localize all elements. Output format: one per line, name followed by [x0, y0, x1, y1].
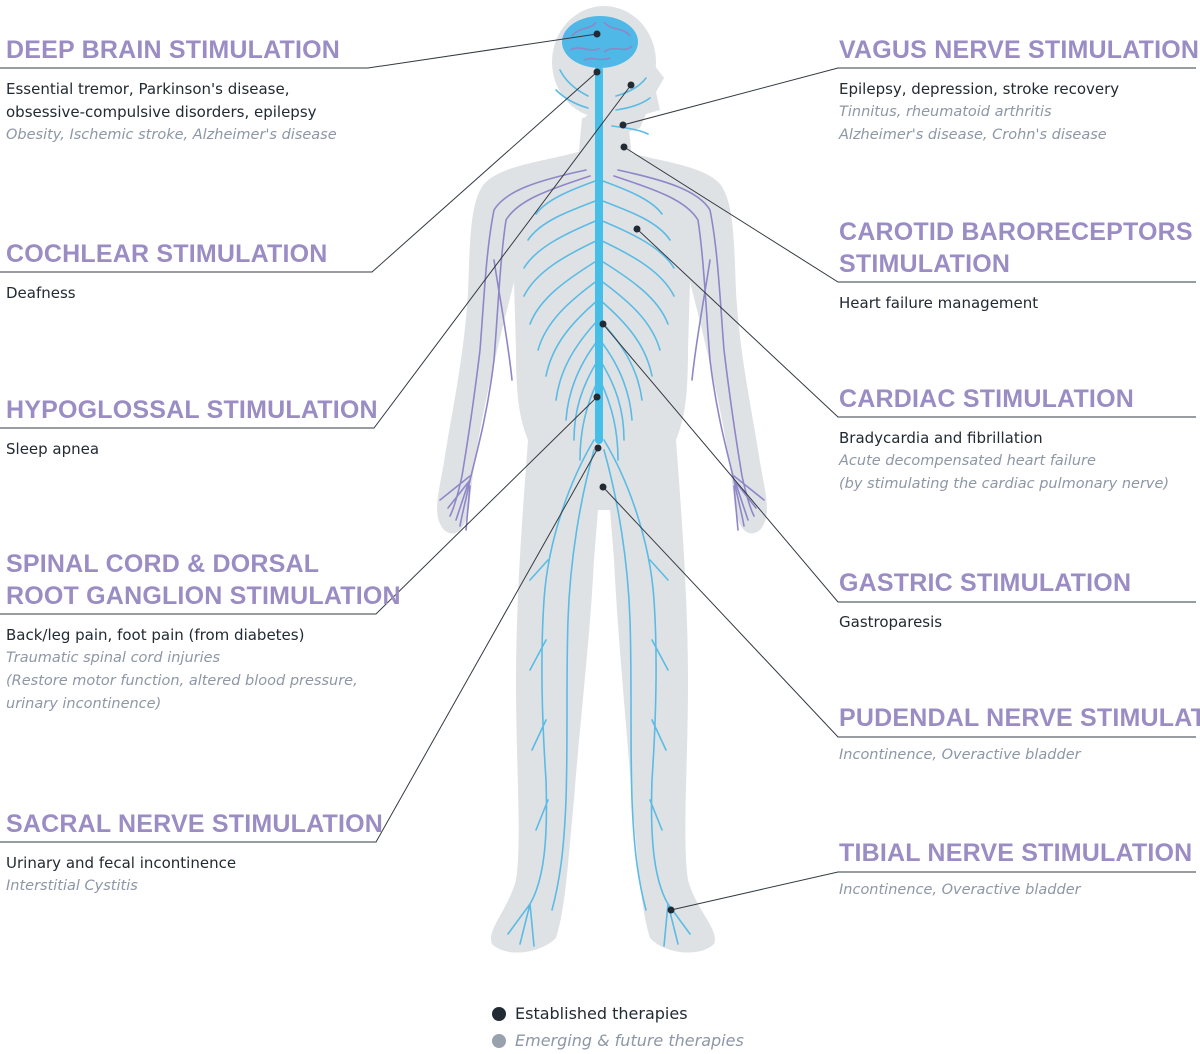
therapy-hypoglossal-stimulation: HYPOGLOSSAL STIMULATION Sleep apnea [6, 394, 378, 461]
anchor-dot-sacral [594, 444, 602, 452]
therapy-title: PUDENDAL NERVE STIMULATION [839, 704, 1200, 732]
emerging-therapies-text: Incontinence, Overactive bladder [839, 882, 1081, 898]
anchor-dot-cochlear [593, 68, 601, 76]
therapy-gastric-stimulation: GASTRIC STIMULATION Gastroparesis [839, 567, 1131, 634]
emerging-therapies-text: Acute decompensated heart failure(by sti… [839, 453, 1170, 492]
anchor-dots [593, 30, 675, 914]
emerging-therapies-text: Incontinence, Overactive bladder [839, 747, 1081, 763]
therapy-deep-brain-stimulation: DEEP BRAIN STIMULATION Essential tremor,… [6, 34, 340, 147]
therapy-cardiac-stimulation: CARDIAC STIMULATION Bradycardia and fibr… [839, 383, 1169, 496]
established-therapies-text: Gastroparesis [839, 613, 943, 631]
therapy-title: GASTRIC STIMULATION [839, 569, 1132, 597]
emerging-therapies-text: Interstitial Cystitis [6, 878, 138, 894]
established-therapies-text: Essential tremor, Parkinson's disease,ob… [6, 80, 317, 121]
therapy-vagus-nerve-stimulation: VAGUS NERVE STIMULATION Epilepsy, depres… [839, 34, 1199, 147]
anchor-dot-carotid [620, 143, 628, 151]
connector-lines [0, 33, 1196, 911]
legend-label-established: Established therapies [515, 1004, 688, 1023]
anchor-dot-spinal [593, 393, 601, 401]
anchor-dot-pudendal [599, 483, 607, 491]
anchor-dot-gastric [599, 320, 607, 328]
therapy-sacral-nerve-stimulation: SACRAL NERVE STIMULATION Urinary and fec… [6, 808, 383, 898]
emerging-therapies-text: Traumatic spinal cord injuries(Restore m… [6, 650, 358, 712]
established-therapies-text: Urinary and fecal incontinence [6, 854, 237, 872]
therapy-title: VAGUS NERVE STIMULATION [839, 36, 1200, 64]
peripheral-nerves [439, 69, 765, 947]
legend-item-established: Established therapies [492, 1000, 744, 1027]
legend-item-emerging: Emerging & future therapies [492, 1027, 744, 1054]
dark-dot-icon [492, 1006, 506, 1021]
established-therapies-text: Bradycardia and fibrillation [839, 429, 1043, 447]
therapy-tibial-nerve-stimulation: TIBIAL NERVE STIMULATION Incontinence, O… [839, 837, 1192, 902]
established-therapies-text: Back/leg pain, foot pain (from diabetes) [6, 626, 305, 644]
therapy-cochlear-stimulation: COCHLEAR STIMULATION Deafness [6, 238, 328, 305]
gray-dot-icon [492, 1033, 506, 1048]
anchor-dot-vagus [619, 121, 627, 129]
therapy-title: TIBIAL NERVE STIMULATION [839, 839, 1193, 867]
anchor-dot-dbs [593, 30, 601, 38]
legend-label-emerging: Emerging & future therapies [515, 1031, 744, 1050]
emerging-therapies-text: Obesity, Ischemic stroke, Alzheimer's di… [6, 127, 337, 143]
established-therapies-text: Epilepsy, depression, stroke recovery [839, 80, 1120, 98]
therapy-title: DEEP BRAIN STIMULATION [6, 36, 341, 64]
brain [562, 16, 638, 68]
therapy-title: COCHLEAR STIMULATION [6, 240, 328, 268]
legend: Established therapies Emerging & future … [492, 1000, 744, 1054]
anchor-dot-hypoglossal [627, 81, 635, 89]
established-therapies-text: Heart failure management [839, 294, 1039, 312]
anchor-dot-cardiac [633, 225, 641, 233]
established-therapies-text: Sleep apnea [6, 440, 100, 458]
therapy-pudendal-nerve-stimulation: PUDENDAL NERVE STIMULATION Incontinence,… [839, 702, 1200, 767]
therapy-title: HYPOGLOSSAL STIMULATION [6, 396, 378, 424]
established-therapies-text: Deafness [6, 284, 76, 302]
therapy-title: CARDIAC STIMULATION [839, 385, 1134, 413]
anchor-dot-tibial [667, 906, 675, 914]
therapy-title: SACRAL NERVE STIMULATION [6, 810, 384, 838]
